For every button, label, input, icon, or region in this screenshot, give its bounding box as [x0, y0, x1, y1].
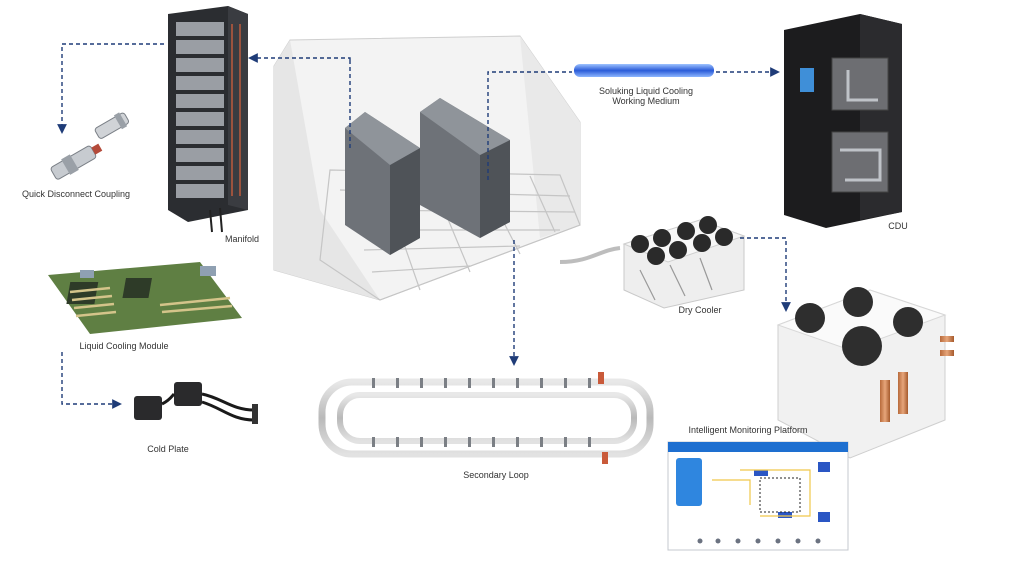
flow-arrows	[57, 43, 791, 409]
server-rack-icon	[168, 6, 248, 233]
monitor-screen-icon	[667, 441, 849, 551]
dry-cooler-large-icon	[776, 287, 954, 459]
datacenter-room	[273, 35, 621, 301]
label-monitoring: Intelligent Monitoring Platform	[688, 425, 807, 435]
cold-plate-icon	[134, 382, 258, 424]
label-cold-plate: Cold Plate	[147, 444, 189, 454]
server-row-left	[345, 112, 420, 255]
label-secondary-loop: Secondary Loop	[463, 470, 529, 480]
label-manifold: Manifold	[225, 234, 259, 244]
motherboard-icon	[48, 262, 242, 334]
dry-cooler-icon	[622, 216, 746, 309]
label-liquid-module: Liquid Cooling Module	[79, 341, 168, 351]
label-medium-line1: Soluking Liquid Cooling	[599, 86, 693, 96]
quick-coupling-icon	[50, 112, 129, 180]
cdu-unit-icon	[784, 14, 902, 228]
label-medium-line2: Working Medium	[612, 96, 679, 106]
label-dry-cooler: Dry Cooler	[678, 305, 721, 315]
label-cdu: CDU	[888, 221, 908, 231]
secondary-loop	[318, 372, 654, 464]
label-quick-disconnect: Quick Disconnect Coupling	[22, 189, 130, 199]
working-medium-tube	[574, 64, 714, 77]
